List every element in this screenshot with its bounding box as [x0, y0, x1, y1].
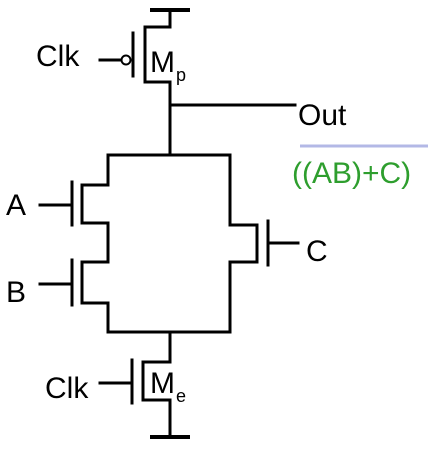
nmos-transistor-a: [38, 180, 110, 227]
clk-top-label: Clk: [36, 40, 80, 73]
mp-subscript: p: [176, 65, 186, 85]
input-b-label: B: [6, 276, 26, 309]
pmos-inversion-bubble: [120, 54, 132, 66]
input-c-label: C: [306, 235, 328, 268]
mp-label: Mp: [150, 46, 186, 85]
me-label: Me: [150, 367, 186, 406]
expression-label: ((AB)+C): [292, 157, 411, 190]
nmos-transistor-c: [228, 219, 300, 267]
out-label: Out: [298, 99, 347, 132]
branch-left-top: [80, 153, 110, 187]
nmos-evaluate-transistor: [98, 358, 172, 405]
input-a-label: A: [6, 189, 26, 222]
me-subscript: e: [176, 386, 186, 406]
nmos-transistor-b: [38, 258, 110, 307]
clk-bottom-label: Clk: [45, 372, 89, 405]
pmos-precharge-transistor: [98, 25, 172, 84]
